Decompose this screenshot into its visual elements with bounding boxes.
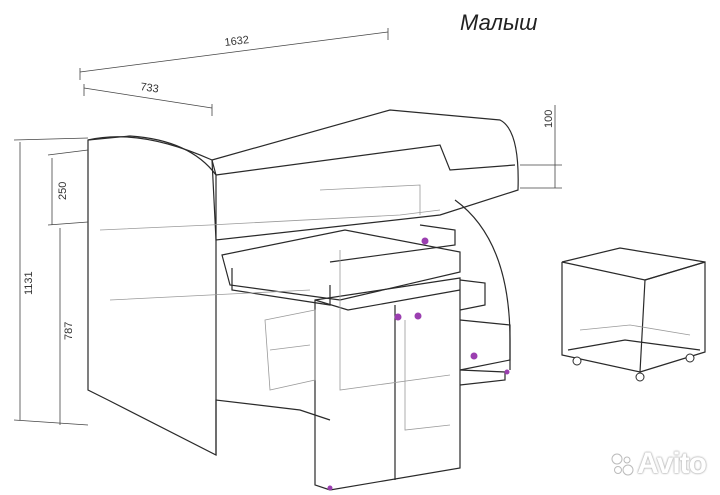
mobile-box-top bbox=[561, 247, 706, 281]
base-right bbox=[459, 369, 506, 386]
mobile-box-front bbox=[561, 262, 646, 373]
dim-lower-height: 787 bbox=[63, 322, 75, 340]
pedestal-cabinet bbox=[314, 277, 461, 491]
dim-upper-height: 250 bbox=[57, 182, 69, 200]
pullout-desk bbox=[221, 229, 461, 301]
drawer-mid bbox=[459, 279, 486, 311]
pedestal-top bbox=[314, 289, 461, 311]
drawer-top bbox=[329, 224, 456, 263]
dim-total-length: 1632 bbox=[224, 34, 250, 49]
product-title: Малыш bbox=[460, 10, 538, 35]
avito-wordmark: Avito bbox=[637, 447, 707, 480]
bed-top-inner bbox=[215, 144, 516, 176]
desk-tray bbox=[231, 268, 331, 306]
dim-rail-height: 100 bbox=[543, 110, 555, 128]
mobile-box-bottom bbox=[567, 339, 701, 351]
dim-total-height: 1131 bbox=[23, 271, 35, 295]
bed-top-rail bbox=[211, 109, 519, 241]
avito-watermark: Avito bbox=[609, 447, 707, 481]
drawer-low bbox=[459, 319, 511, 371]
mobile-box-side bbox=[639, 261, 706, 373]
dim-section-length: 733 bbox=[140, 81, 160, 95]
curved-support bbox=[454, 199, 511, 370]
base-outline bbox=[215, 399, 331, 455]
avito-logo-icon bbox=[611, 453, 634, 476]
left-end-panel-edge bbox=[87, 136, 217, 176]
